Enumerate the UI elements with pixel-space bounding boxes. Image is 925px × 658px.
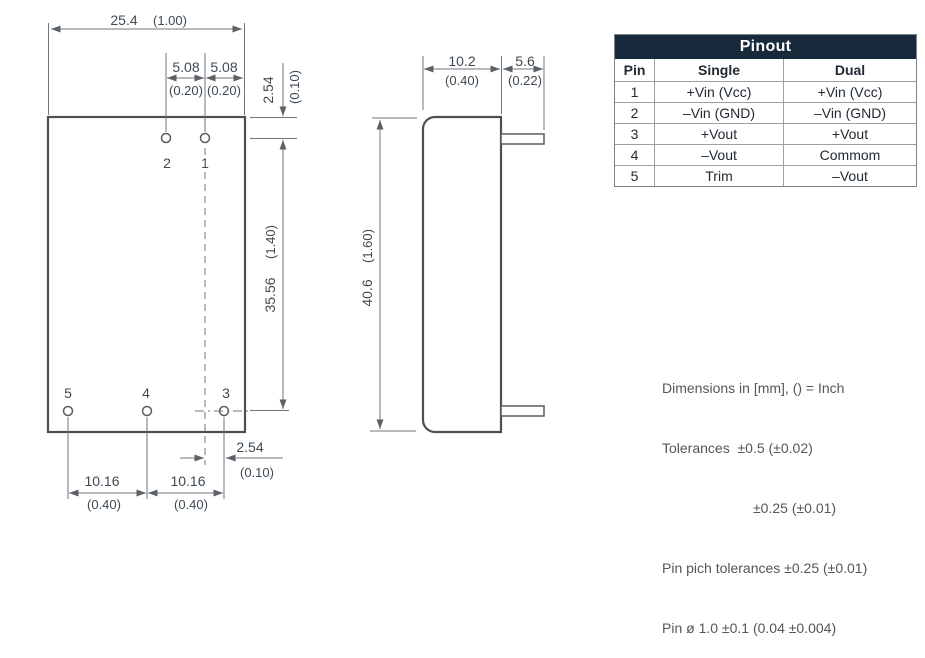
pin-4-pad	[141, 405, 153, 417]
note-tolerances: Tolerances ±0.5 (±0.02)	[662, 440, 813, 456]
pinout-col-single: Single	[654, 59, 783, 81]
pinout-row1-dual: +Vin (Vcc)	[783, 81, 916, 102]
dim-pitch2-mm: 5.08	[210, 59, 237, 75]
dim-depth-in: (0.40)	[445, 73, 479, 88]
pinout-row1-single: +Vin (Vcc)	[654, 81, 783, 102]
dim-pinlen-mm: 5.6	[515, 53, 535, 69]
pinout-table-title: Pinout	[615, 35, 916, 59]
dim-height-in: (1.60)	[360, 229, 375, 263]
dim-top-pitch: 5.08 5.08 (0.20) (0.20)	[165, 53, 243, 132]
dim-pin3-offset: 2.54 (0.10)	[180, 439, 283, 480]
dim-bpitch2-mm: 10.16	[170, 473, 205, 489]
front-bottom-pins: 5 4 3	[62, 385, 252, 417]
dim-pin3-offset-mm: 2.54	[236, 439, 263, 455]
note-pin-diameter: Pin ø 1.0 ±0.1 (0.04 ±0.004)	[662, 620, 837, 636]
note-tolerances-2: ±0.25 (±0.01)	[753, 500, 837, 516]
pinout-row3-pin: 3	[615, 123, 654, 144]
pin-1-pad	[199, 132, 211, 144]
dim-pitch2-in: (0.20)	[207, 83, 241, 98]
dimension-notes: Dimensions in [mm], () = Inch Tolerances…	[662, 338, 867, 658]
dim-height: 40.6 (1.60)	[359, 117, 417, 432]
dim-pin3-offset-in: (0.10)	[240, 465, 274, 480]
pinout-row3-single: +Vout	[654, 123, 783, 144]
dim-pin-span-in: (1.40)	[263, 225, 278, 259]
dim-depth-pinlength: 10.2 (0.40) 5.6 (0.22)	[422, 53, 545, 130]
side-view: 10.2 (0.40) 5.6 (0.22) 40.6 (1.60)	[359, 53, 545, 434]
side-top-pin	[500, 133, 545, 145]
side-package-outline	[421, 115, 503, 434]
front-view: 25.4 (1.00) 5.08 5.08 (0.20) (0.20) 2.54…	[46, 12, 302, 512]
note-units: Dimensions in [mm], () = Inch	[662, 380, 845, 396]
dim-depth-mm: 10.2	[448, 53, 475, 69]
pin-5-pad	[62, 405, 74, 417]
pinout-table: Pinout Pin Single Dual 1 +Vin (Vcc) +Vin…	[614, 34, 917, 187]
pinout-row5-pin: 5	[615, 165, 654, 186]
dim-bottom-pitch: 10.16 10.16 (0.40) (0.40)	[67, 417, 225, 512]
dim-pitch1-mm: 5.08	[172, 59, 199, 75]
pin-2-label: 2	[163, 155, 171, 171]
pinout-row3-dual: +Vout	[783, 123, 916, 144]
dim-height-mm: 40.6	[359, 279, 375, 306]
dim-pin-span-mm: 35.56	[262, 277, 278, 312]
pin-5-label: 5	[64, 385, 72, 401]
pinout-row1-pin: 1	[615, 81, 654, 102]
side-bottom-pin	[500, 405, 545, 417]
pin-2-pad	[160, 132, 172, 144]
pinout-col-dual: Dual	[783, 59, 916, 81]
dim-bpitch2-in: (0.40)	[174, 497, 208, 512]
dim-width-mm: 25.4	[110, 12, 137, 28]
pinout-table-grid: Pin Single Dual 1 +Vin (Vcc) +Vin (Vcc) …	[615, 59, 916, 186]
pinout-row4-single: –Vout	[654, 144, 783, 165]
note-pin-pitch-tolerance: Pin pich tolerances ±0.25 (±0.01)	[662, 560, 868, 576]
dim-top-offset-in: (0.10)	[287, 70, 302, 104]
pin-4-label: 4	[142, 385, 150, 401]
pinout-row2-single: –Vin (GND)	[654, 102, 783, 123]
datasheet-page: { "front_view": { "width_mm": "25.4", "w…	[46, 12, 917, 636]
dim-top-offset: 2.54 (0.10)	[250, 63, 302, 139]
pinout-row5-dual: –Vout	[783, 165, 916, 186]
pinout-row2-pin: 2	[615, 102, 654, 123]
mechanical-drawing: 25.4 (1.00) 5.08 5.08 (0.20) (0.20) 2.54…	[46, 12, 545, 512]
pinout-row4-dual: Commom	[783, 144, 916, 165]
dim-width-in: (1.00)	[153, 13, 187, 28]
dim-pitch1-in: (0.20)	[169, 83, 203, 98]
dim-pinlen-in: (0.22)	[508, 73, 542, 88]
front-package-outline	[46, 115, 247, 434]
dim-bpitch1-mm: 10.16	[84, 473, 119, 489]
dim-overall-width: 25.4 (1.00)	[48, 12, 245, 115]
pinout-row5-single: Trim	[654, 165, 783, 186]
pinout-col-pin: Pin	[623, 62, 646, 78]
pinout-row4-pin: 4	[615, 144, 654, 165]
dim-pin-span: 35.56 (1.40)	[250, 140, 289, 411]
pin-3-label: 3	[222, 385, 230, 401]
dim-bpitch1-in: (0.40)	[87, 497, 121, 512]
pinout-row2-dual: –Vin (GND)	[783, 102, 916, 123]
dim-top-offset-mm: 2.54	[260, 76, 276, 103]
